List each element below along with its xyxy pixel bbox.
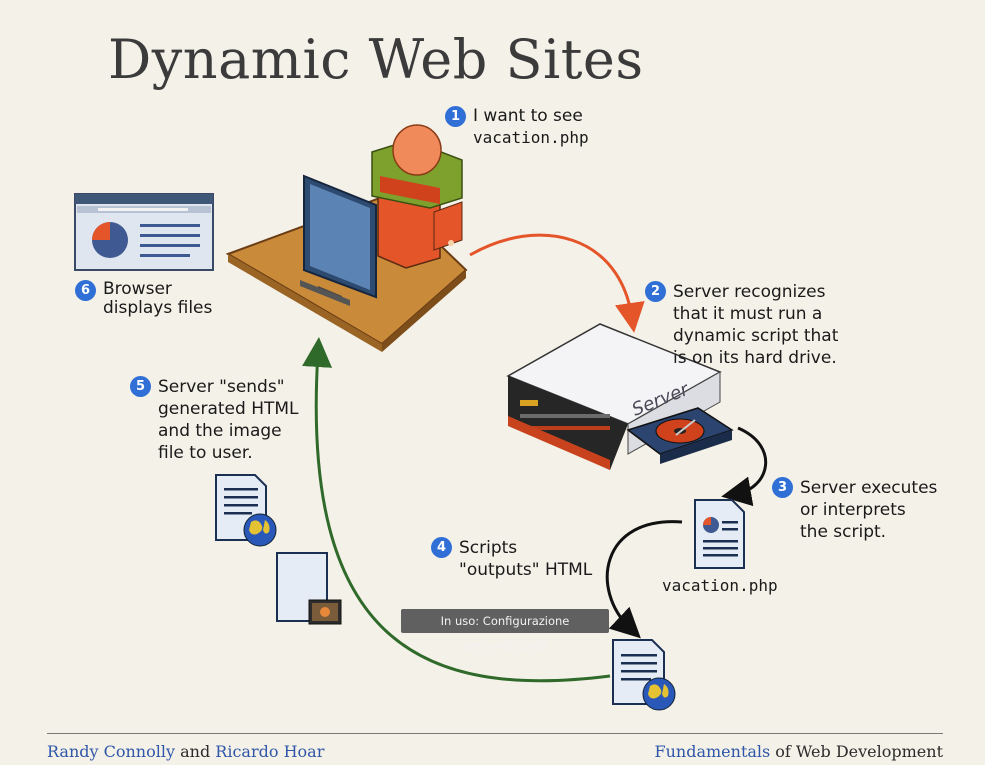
step-badge: 4	[431, 537, 452, 558]
output-html-icon	[612, 639, 676, 711]
author-2: Ricardo Hoar	[215, 742, 325, 761]
server-illustration: Server	[506, 323, 734, 470]
step-6: 6 Browser displays files	[75, 280, 212, 318]
step-4: 4 Scripts "outputs" HTML	[431, 537, 592, 581]
php-script-icon	[694, 499, 745, 569]
browser-window-icon	[74, 193, 214, 271]
request-arrow	[469, 233, 645, 333]
step-text: Scripts "outputs" HTML	[459, 538, 593, 580]
php-file-label: vacation.php	[662, 576, 778, 595]
footer-authors: Randy Connolly and Ricardo Hoar	[47, 742, 325, 761]
sent-html-icon	[215, 474, 277, 547]
execute-arrow	[721, 426, 767, 507]
author-1: Randy Connolly	[47, 742, 176, 761]
step-2: 2 Server recognizes that it must run a d…	[645, 281, 838, 369]
step-3: 3 Server executes or interprets the scri…	[772, 477, 937, 543]
output-arrow	[605, 520, 683, 639]
step-text: I want to see vacation.php	[473, 106, 589, 147]
step-badge: 5	[130, 376, 151, 397]
user-desk-illustration	[225, 124, 468, 352]
status-tooltip: In uso: Configurazione personalizzata	[401, 609, 609, 652]
step-text: Server executes or interprets the script…	[800, 478, 938, 542]
step-text: Browser displays files	[103, 279, 213, 318]
sent-image-icon	[276, 552, 342, 625]
step-text: Server recognizes that it must run a dyn…	[673, 282, 839, 368]
response-arrow	[302, 337, 611, 683]
step-badge: 1	[445, 106, 466, 127]
step-1: 1 I want to see vacation.php	[445, 106, 589, 149]
step-5: 5 Server "sends" generated HTML and the …	[130, 376, 299, 464]
step-text: Server "sends" generated HTML and the im…	[158, 377, 299, 463]
step-badge: 6	[75, 280, 96, 301]
filename-text: vacation.php	[473, 128, 589, 147]
page-title: Dynamic Web Sites	[108, 28, 644, 91]
step-badge: 3	[772, 477, 793, 498]
step-badge: 2	[645, 281, 666, 302]
footer-divider	[47, 733, 943, 734]
